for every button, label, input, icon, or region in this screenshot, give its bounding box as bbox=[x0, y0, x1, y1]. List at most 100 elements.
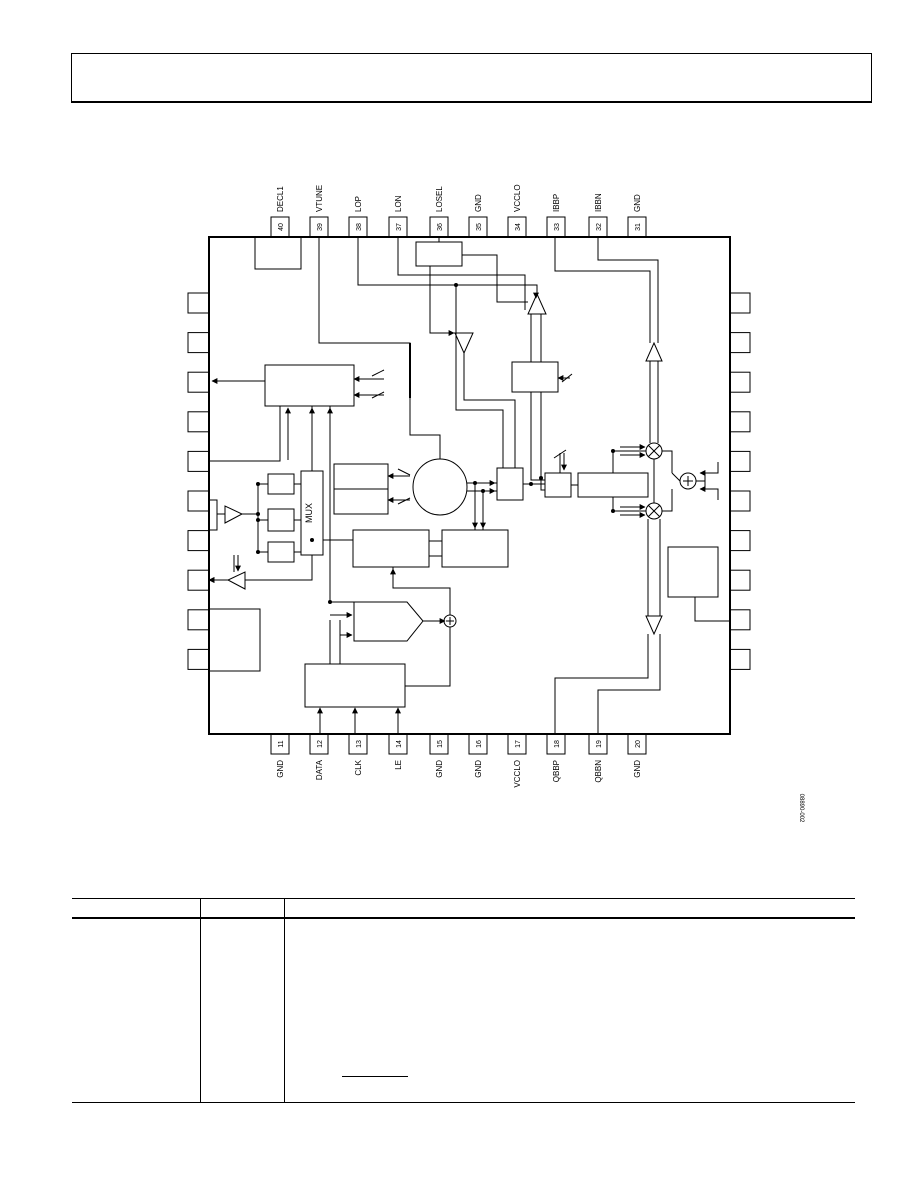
top-pin-number: 39 bbox=[317, 223, 324, 231]
table-header-rule bbox=[72, 917, 855, 919]
left-pin bbox=[187, 411, 210, 433]
left-pin bbox=[187, 530, 210, 552]
table-column-divider-2 bbox=[284, 898, 285, 1103]
left-pin bbox=[187, 569, 210, 591]
bottom-pin-name: GND bbox=[435, 760, 444, 778]
top-pin-name: LOP bbox=[354, 196, 363, 212]
bias-block bbox=[667, 546, 719, 598]
pin-function-table bbox=[72, 898, 855, 1103]
top-pin-number: 36 bbox=[437, 223, 444, 231]
right-pin bbox=[729, 648, 751, 670]
bottom-pin-name: QBBP bbox=[552, 760, 561, 782]
bottom-pin-name: VCCLO bbox=[513, 760, 522, 788]
top-pin: 37 LON bbox=[388, 195, 408, 238]
bottom-pin-number: 13 bbox=[356, 740, 363, 748]
left-amp-1 bbox=[224, 505, 244, 524]
top-pin-name: LON bbox=[394, 195, 403, 212]
bottom-pin-name: QBBN bbox=[594, 760, 603, 783]
bottom-pin-number: 20 bbox=[635, 740, 642, 748]
q-baseband-amp bbox=[645, 615, 663, 636]
top-pin-number: 40 bbox=[278, 223, 285, 231]
quadrature-block bbox=[577, 472, 649, 498]
top-pin-name: IBBP bbox=[552, 194, 561, 212]
lo-out-amp bbox=[527, 292, 547, 315]
top-pin: 35 GND bbox=[468, 194, 488, 238]
serial-interface-block bbox=[304, 663, 406, 708]
left-pin bbox=[187, 490, 210, 512]
control-register-block bbox=[264, 364, 355, 407]
top-pin-name: IBBN bbox=[594, 193, 603, 212]
bottom-pin-name: GND bbox=[276, 760, 285, 778]
left-pin bbox=[187, 648, 210, 670]
left-pin bbox=[187, 371, 210, 393]
figure-id: 08890-002 bbox=[798, 794, 804, 823]
right-pin bbox=[729, 371, 751, 393]
right-pin bbox=[729, 292, 751, 314]
decl1-block bbox=[254, 236, 302, 270]
n-divider-block bbox=[352, 529, 430, 568]
table-column-divider-1 bbox=[200, 898, 201, 1103]
left-pin bbox=[187, 332, 210, 354]
left-pin bbox=[187, 292, 210, 314]
side-pins bbox=[187, 292, 751, 670]
right-pin bbox=[729, 569, 751, 591]
functional-block-diagram: 40DECL139VTUNE38LOP37LON36LOSEL35GND34VC… bbox=[187, 184, 804, 823]
top-pin-number: 37 bbox=[396, 223, 403, 231]
left-pin bbox=[187, 450, 210, 472]
right-pin bbox=[729, 411, 751, 433]
lo-divider-block bbox=[511, 361, 559, 393]
bottom-pin-number: 12 bbox=[317, 740, 324, 748]
lo-in-amp bbox=[454, 332, 474, 355]
bottom-pin-name: CLK bbox=[354, 759, 363, 775]
top-pin-name: GND bbox=[633, 194, 642, 212]
left-pin bbox=[187, 609, 210, 631]
top-pin: 33 IBBP bbox=[546, 194, 566, 238]
table-bottom-rule bbox=[72, 1102, 855, 1103]
register-1 bbox=[267, 473, 295, 495]
overline-mark bbox=[342, 1076, 408, 1077]
bottom-pin-name: GND bbox=[474, 760, 483, 778]
top-pin-number: 33 bbox=[554, 223, 561, 231]
bottom-pin-number: 11 bbox=[278, 740, 285, 747]
register-3 bbox=[267, 541, 295, 563]
pfd-block bbox=[441, 529, 509, 568]
top-pin-number: 32 bbox=[596, 223, 603, 231]
bottom-pin-name: LE bbox=[394, 760, 403, 770]
bottom-pin-number: 18 bbox=[554, 740, 561, 748]
top-pin-name: GND bbox=[474, 194, 483, 212]
top-pin-name: VCCLO bbox=[513, 184, 522, 212]
i-baseband-amp bbox=[645, 341, 663, 362]
page-header-box bbox=[71, 53, 872, 103]
right-pin bbox=[729, 609, 751, 631]
mux-label: MUX bbox=[304, 503, 314, 523]
top-pin: 31 GND bbox=[627, 194, 647, 238]
chip-outline bbox=[208, 236, 731, 735]
top-pin-number: 31 bbox=[635, 223, 642, 231]
right-pin bbox=[729, 450, 751, 472]
top-pin-number: 35 bbox=[476, 223, 483, 231]
phase-splitter-block bbox=[544, 472, 572, 498]
right-pin bbox=[729, 490, 751, 512]
bottom-pin-number: 14 bbox=[396, 740, 403, 748]
bottom-pin-name: DATA bbox=[315, 759, 324, 780]
vco-circle bbox=[412, 458, 468, 516]
buffer-block bbox=[496, 467, 524, 501]
top-pin: 32 IBBN bbox=[588, 193, 608, 238]
bottom-pin-number: 17 bbox=[515, 740, 522, 748]
